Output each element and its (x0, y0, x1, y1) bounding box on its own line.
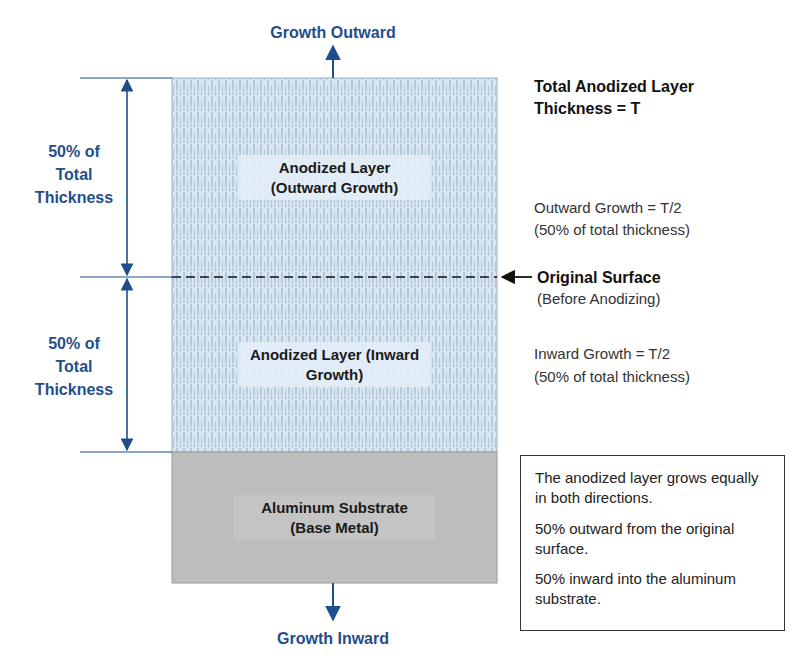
note-text: 50% inward into the aluminum substrate. (535, 569, 770, 610)
growth-note: (50% of total thickness) (534, 367, 784, 387)
note-box: The anodized layer grows equally in both… (520, 455, 785, 631)
note-text: 50% outward from the original surface. (535, 519, 770, 560)
note-text: The anodized layer grows equally in both… (535, 468, 770, 509)
growth-note: (50% of total thickness) (534, 220, 784, 240)
dimension-arrow (126, 80, 128, 275)
pointer-arrow (502, 276, 532, 278)
growth-arrow (332, 583, 334, 620)
dimension-arrow (126, 279, 128, 450)
surface-label: Original Surface (537, 267, 777, 289)
direction-label: Growth Outward (233, 22, 433, 44)
extension-line (80, 277, 172, 278)
extension-line (80, 78, 172, 79)
extension-line (80, 452, 172, 453)
growth-note: Inward Growth = T/2 (534, 344, 784, 364)
dimension-label: 50% of Total Thickness (28, 140, 120, 210)
substrate-fill (172, 452, 497, 583)
growth-note: Outward Growth = T/2 (534, 198, 784, 218)
surface-note: (Before Anodizing) (537, 289, 777, 309)
substrate-band: Aluminum Substrate (Base Metal) (172, 453, 497, 582)
direction-label: Growth Inward (233, 628, 433, 650)
total-thickness-label: Total Anodized Layer Thickness = T (534, 76, 764, 119)
growth-arrow (332, 46, 334, 78)
oxide-band: Anodized Layer (Outward Growth) (172, 79, 497, 276)
anodized-layer (172, 78, 497, 452)
layer-name: Aluminum Substrate (Base Metal) (234, 495, 435, 540)
dimension-label: 50% of Total Thickness (28, 332, 120, 402)
layer-name: Anodized Layer (Inward Growth) (239, 342, 430, 387)
oxide-band: Anodized Layer (Inward Growth) (172, 278, 497, 451)
layer-name: Anodized Layer (Outward Growth) (239, 155, 430, 200)
original-surface-line (172, 276, 497, 278)
